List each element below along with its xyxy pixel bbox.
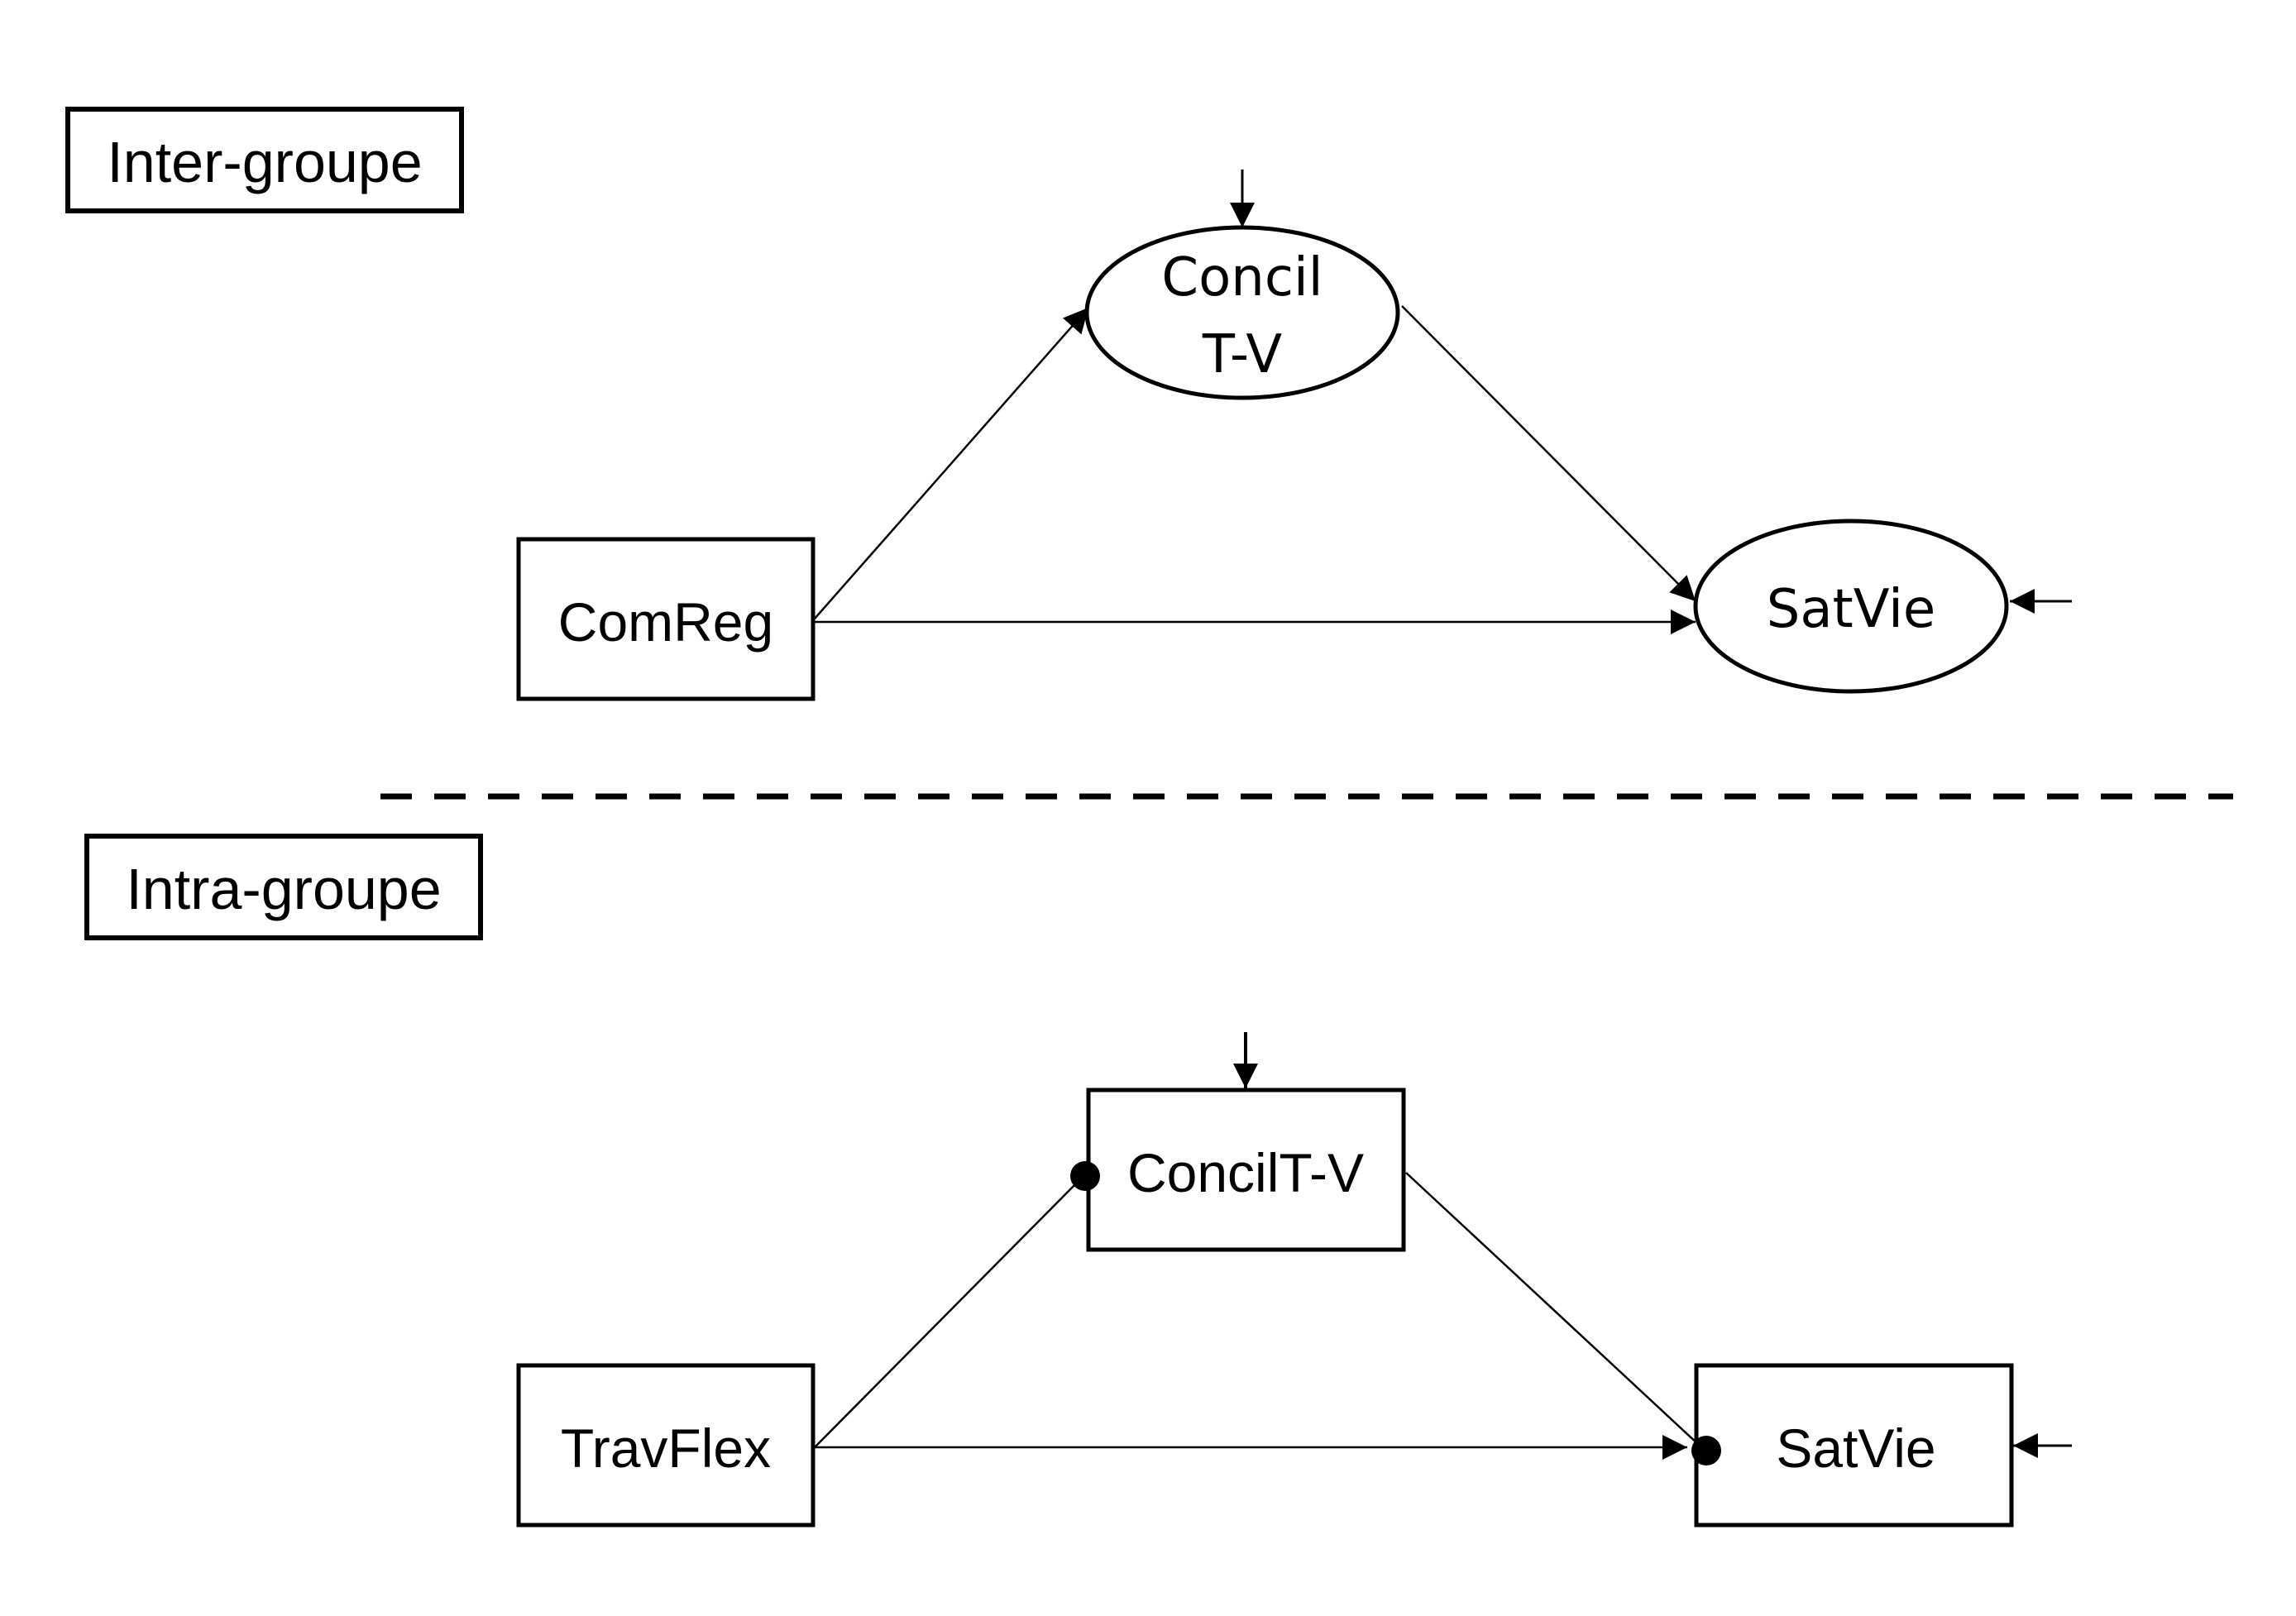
inter-outcome-node: SatVie xyxy=(1693,519,2009,694)
inter-group-title-box: Inter-groupe xyxy=(65,107,464,213)
inter-mediator-node: Concil T-V xyxy=(1084,225,1400,400)
intra-path-predictor-to-mediator xyxy=(814,1177,1083,1448)
intra-outcome-label: SatVie xyxy=(1776,1418,1935,1479)
inter-outcome-label: SatVie xyxy=(1767,579,1935,640)
intra-mediator-dot-marker xyxy=(1070,1161,1100,1191)
intra-outcome-dot-marker xyxy=(1691,1436,1721,1465)
intra-group-section: Intra-groupe ConcilT-V TravFlex SatVie xyxy=(84,834,2072,1528)
intra-mediator-node: ConcilT-V xyxy=(1086,1088,1406,1252)
inter-path-predictor-to-mediator xyxy=(814,307,1089,619)
inter-mediator-label-line1: Concil xyxy=(1161,247,1323,308)
intra-mediator-label: ConcilT-V xyxy=(1127,1142,1364,1203)
intra-group-title-box: Intra-groupe xyxy=(84,834,483,940)
intra-outcome-node: SatVie xyxy=(1694,1363,2014,1528)
inter-mediator-label-line2: T-V xyxy=(1202,324,1283,385)
inter-group-title: Inter-groupe xyxy=(107,130,422,194)
intra-predictor-label: TravFlex xyxy=(561,1418,771,1479)
inter-predictor-label: ComReg xyxy=(558,591,773,653)
intra-predictor-node: TravFlex xyxy=(516,1363,816,1528)
inter-group-section: Inter-groupe Concil T-V ComReg SatVie xyxy=(65,107,2072,701)
intra-path-mediator-to-outcome xyxy=(1405,1172,1700,1446)
intra-group-title: Intra-groupe xyxy=(126,857,441,921)
inter-predictor-node: ComReg xyxy=(516,537,816,701)
inter-path-mediator-to-outcome xyxy=(1401,305,1696,602)
